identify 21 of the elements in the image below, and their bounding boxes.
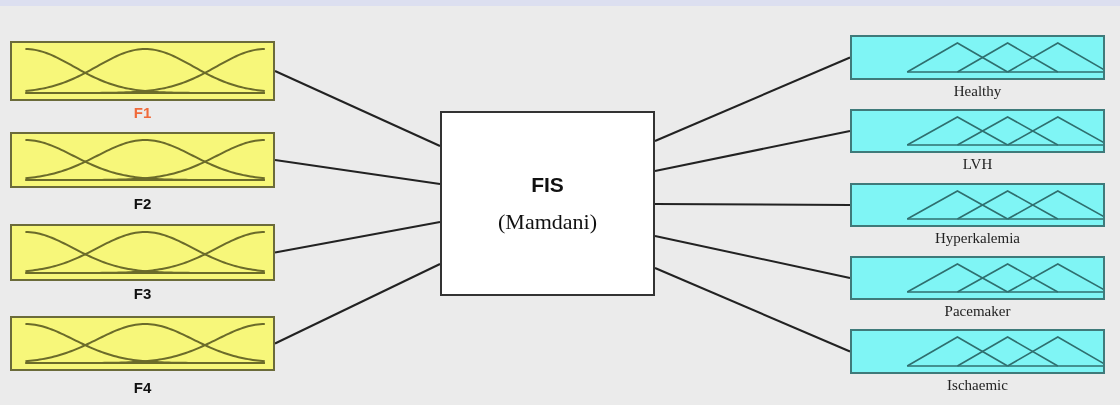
input-variable-label: F4: [133, 379, 152, 396]
connector-line: [274, 159, 441, 185]
connector-line: [654, 203, 851, 206]
inference-system-box: [440, 111, 655, 296]
output-variable-label: Hyperkalemia: [935, 230, 1020, 247]
connector-line: [654, 267, 851, 353]
system-type-label: (Mamdani): [498, 208, 597, 235]
output-variable-label: LVH: [962, 156, 993, 173]
connector-line: [654, 56, 851, 142]
system-title: FIS: [531, 172, 564, 197]
connector-line: [654, 235, 851, 279]
output-variable-label: Healthy: [953, 83, 1002, 100]
connector-line: [274, 221, 441, 254]
connector-line: [274, 70, 441, 147]
output-variable-label: Pacemaker: [944, 303, 1011, 320]
connector-line: [274, 263, 441, 345]
input-variable-label: F3: [133, 285, 152, 302]
output-variable-label: Ischaemic: [947, 377, 1008, 394]
input-variable-label: F2: [133, 195, 152, 212]
input-variable-label: F1: [133, 104, 152, 121]
connector-line: [654, 130, 851, 172]
